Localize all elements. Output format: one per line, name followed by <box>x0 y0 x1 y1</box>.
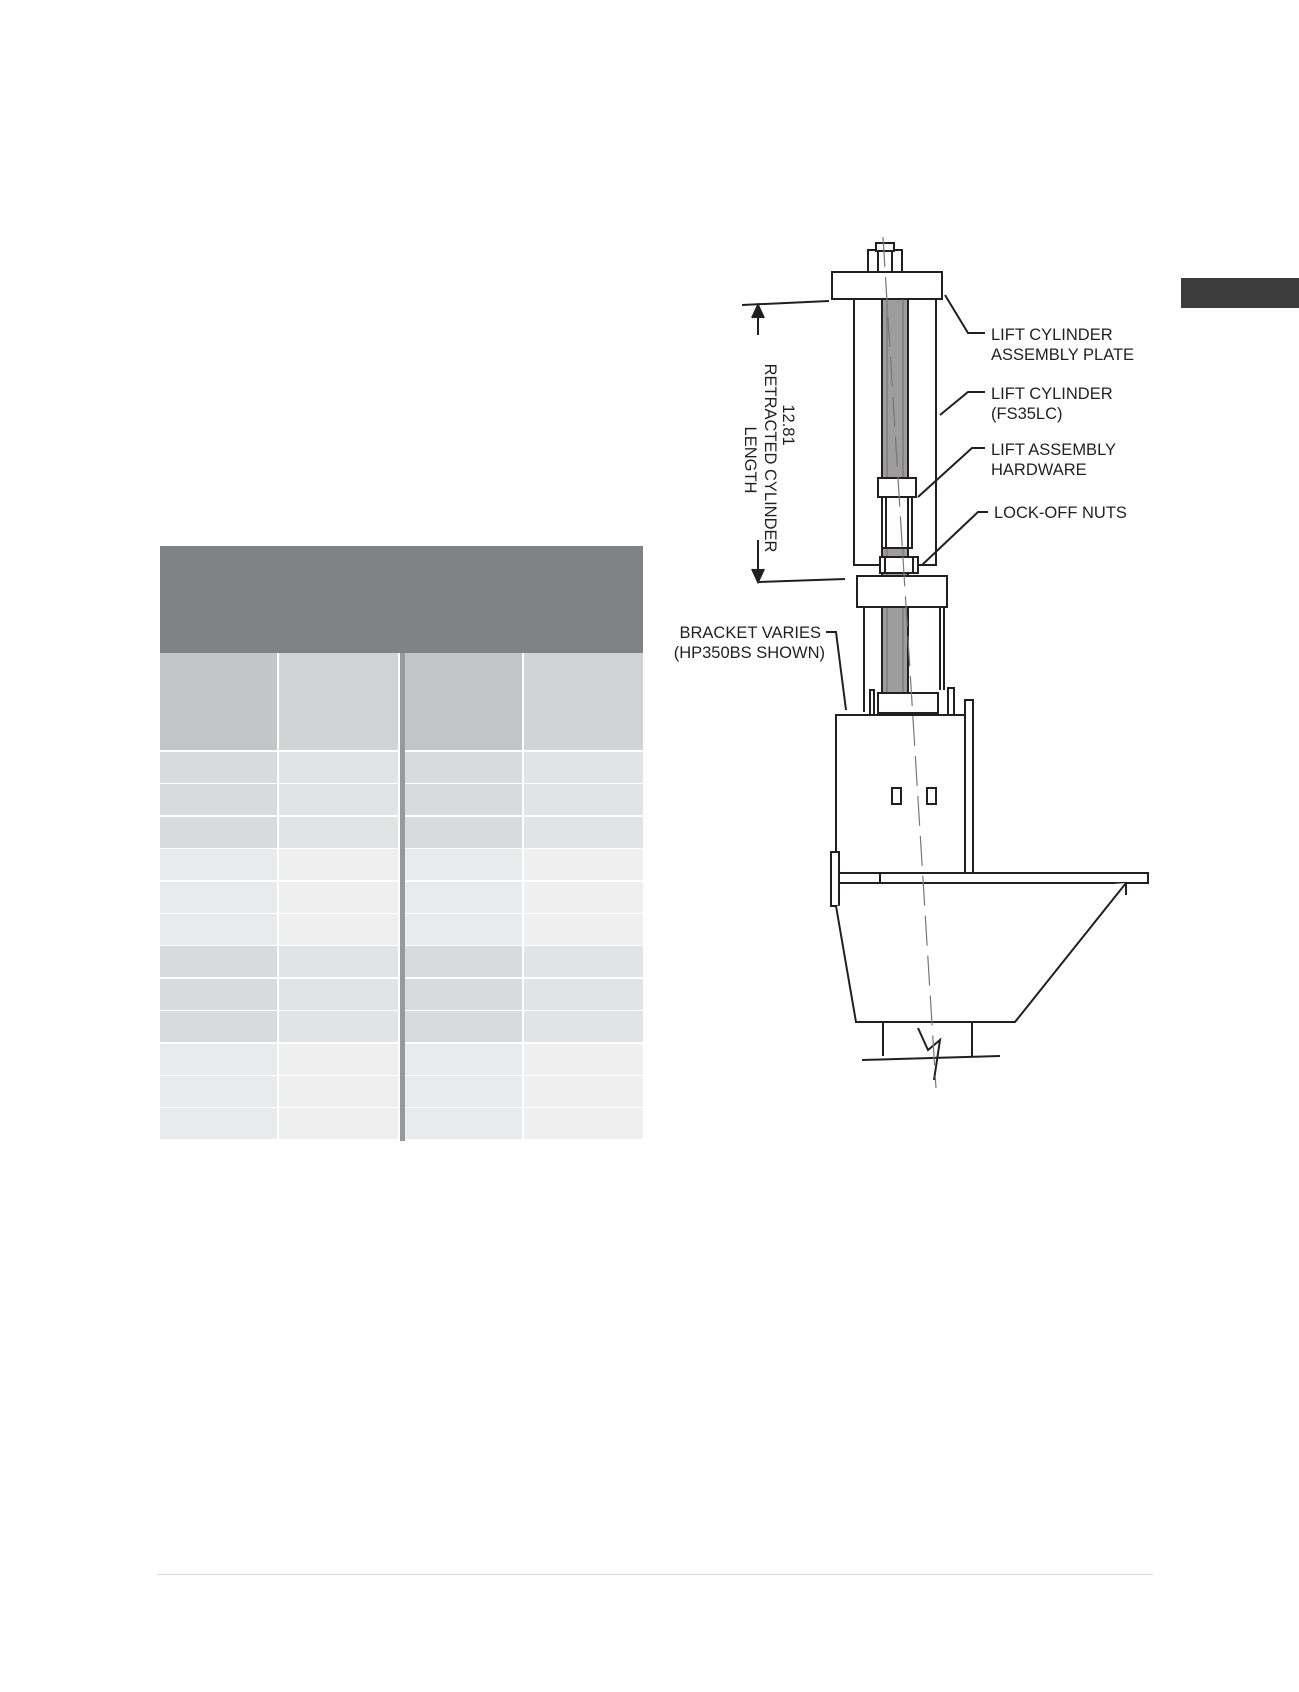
table-header-col-4 <box>524 653 643 750</box>
callout-lift-cylinder-line1: LIFT CYLINDER <box>991 385 1113 403</box>
spec-table <box>160 546 643 1141</box>
table-cell <box>405 752 522 783</box>
table-cell <box>160 1076 277 1107</box>
table-cell <box>279 946 398 978</box>
table-cell <box>279 816 398 848</box>
table-cell <box>524 914 643 945</box>
table-column-divider <box>400 653 405 1141</box>
table-cell <box>279 1011 398 1043</box>
table-title-bar <box>160 546 643 653</box>
bracket-base <box>835 882 1127 1023</box>
table-cell <box>405 784 522 816</box>
table-cell <box>279 1108 398 1140</box>
table-cell <box>160 1043 277 1075</box>
table-cell <box>160 881 277 913</box>
dimension-label-line1: RETRACTED CYLINDER <box>761 364 779 553</box>
callout-assembly-plate-line2: ASSEMBLY PLATE <box>991 346 1134 364</box>
table-cell <box>405 946 522 978</box>
table-cell <box>405 849 522 881</box>
callout-assembly-plate-line1: LIFT CYLINDER <box>991 326 1113 344</box>
table-cell <box>279 752 398 783</box>
dimension-label-line2: LENGTH <box>741 427 759 494</box>
lower-plate <box>856 575 948 608</box>
table-cell <box>405 1076 522 1107</box>
table-cell <box>405 1108 522 1140</box>
table-cell <box>279 978 398 1010</box>
table-cell <box>279 784 398 816</box>
table-cell <box>524 1076 643 1107</box>
centerline <box>882 236 937 1089</box>
table-cell <box>405 816 522 848</box>
lock-off-nuts <box>879 556 919 574</box>
dimension-value: 12.81 <box>779 404 797 445</box>
footer-rule <box>157 1574 1153 1575</box>
table-cell <box>160 1011 277 1043</box>
table-cell <box>279 1076 398 1107</box>
table-cell <box>524 816 643 848</box>
section-tab-marker <box>1181 278 1299 308</box>
table-cell <box>524 1108 643 1140</box>
table-cell <box>524 1011 643 1043</box>
table-cell <box>405 1043 522 1075</box>
table-cell <box>405 978 522 1010</box>
support-beam <box>837 872 1149 884</box>
table-cell <box>160 914 277 945</box>
table-cell <box>405 1011 522 1043</box>
table-cell <box>279 1043 398 1075</box>
table-cell <box>405 914 522 945</box>
callout-hardware-line2: HARDWARE <box>991 461 1087 479</box>
table-cell <box>524 784 643 816</box>
table-cell <box>524 849 643 881</box>
bracket-label-line1: BRACKET VARIES <box>679 624 821 642</box>
table-cell <box>279 914 398 945</box>
table-cell <box>279 881 398 913</box>
table-cell <box>524 752 643 783</box>
table-header-col-3 <box>405 653 522 750</box>
table-cell <box>160 978 277 1010</box>
table-cell <box>524 946 643 978</box>
table-cell <box>160 946 277 978</box>
table-cell <box>279 849 398 881</box>
table-cell <box>160 752 277 783</box>
table-cell <box>160 816 277 848</box>
table-cell <box>160 784 277 816</box>
table-cell <box>524 978 643 1010</box>
table-cell <box>405 881 522 913</box>
callout-lock-off-nuts: LOCK-OFF NUTS <box>994 504 1127 522</box>
bracket-label-line2: (HP350BS SHOWN) <box>674 644 825 662</box>
table-header-col-2 <box>279 653 398 750</box>
table-cell <box>524 881 643 913</box>
table-cell <box>160 1108 277 1140</box>
table-cell <box>524 1043 643 1075</box>
table-cell <box>160 849 277 881</box>
callout-hardware-line1: LIFT ASSEMBLY <box>991 441 1116 459</box>
callout-lift-cylinder-line2: (FS35LC) <box>991 405 1063 423</box>
table-header-col-1 <box>160 653 277 750</box>
